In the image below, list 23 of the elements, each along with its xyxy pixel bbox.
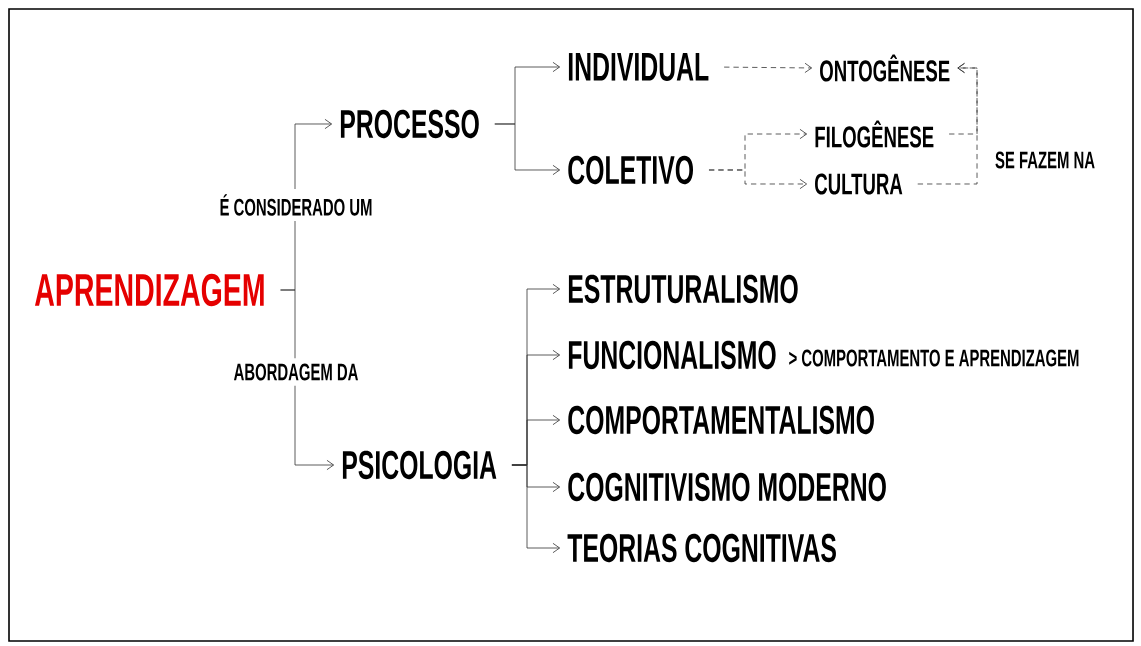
- arrow: [723, 62, 813, 73]
- main-concept-text: APRENDIZAGEM: [35, 273, 264, 307]
- concept-text: FILOGÊNESE: [815, 120, 934, 148]
- concept-text: COGNITIVISMO MODERNO: [568, 472, 886, 502]
- concept-text: COMPORTAMENTALISMO: [568, 405, 874, 435]
- edge-label: ABORDAGEM DA: [228, 358, 364, 386]
- concept-text: FUNCIONALISMO: [568, 340, 776, 370]
- edge-label: É CONSIDERADO UM: [214, 188, 378, 222]
- concept-text: COLETIVO: [568, 155, 693, 185]
- arrow: [280, 289, 335, 471]
- concept-text: ONTOGÊNESE: [820, 54, 950, 82]
- concept-text: INDIVIDUAL: [568, 53, 709, 81]
- concept-text: CULTURA: [815, 173, 903, 195]
- arrow: [708, 169, 808, 190]
- arrow: [511, 464, 561, 554]
- concept-text: ESTRUTURALISMO: [568, 274, 798, 304]
- edge-label: SE FAZEM NA: [989, 146, 1101, 174]
- annotation-text: > COMPORTAMENTO E APRENDIZAGEM: [789, 349, 1079, 367]
- concept-text: TEORIAS COGNITIVAS: [567, 533, 836, 563]
- concept-text: PROCESSO: [340, 109, 479, 139]
- arrow: [494, 123, 561, 176]
- arrow: [917, 62, 978, 185]
- concept-text: PSICOLOGIA: [342, 450, 497, 480]
